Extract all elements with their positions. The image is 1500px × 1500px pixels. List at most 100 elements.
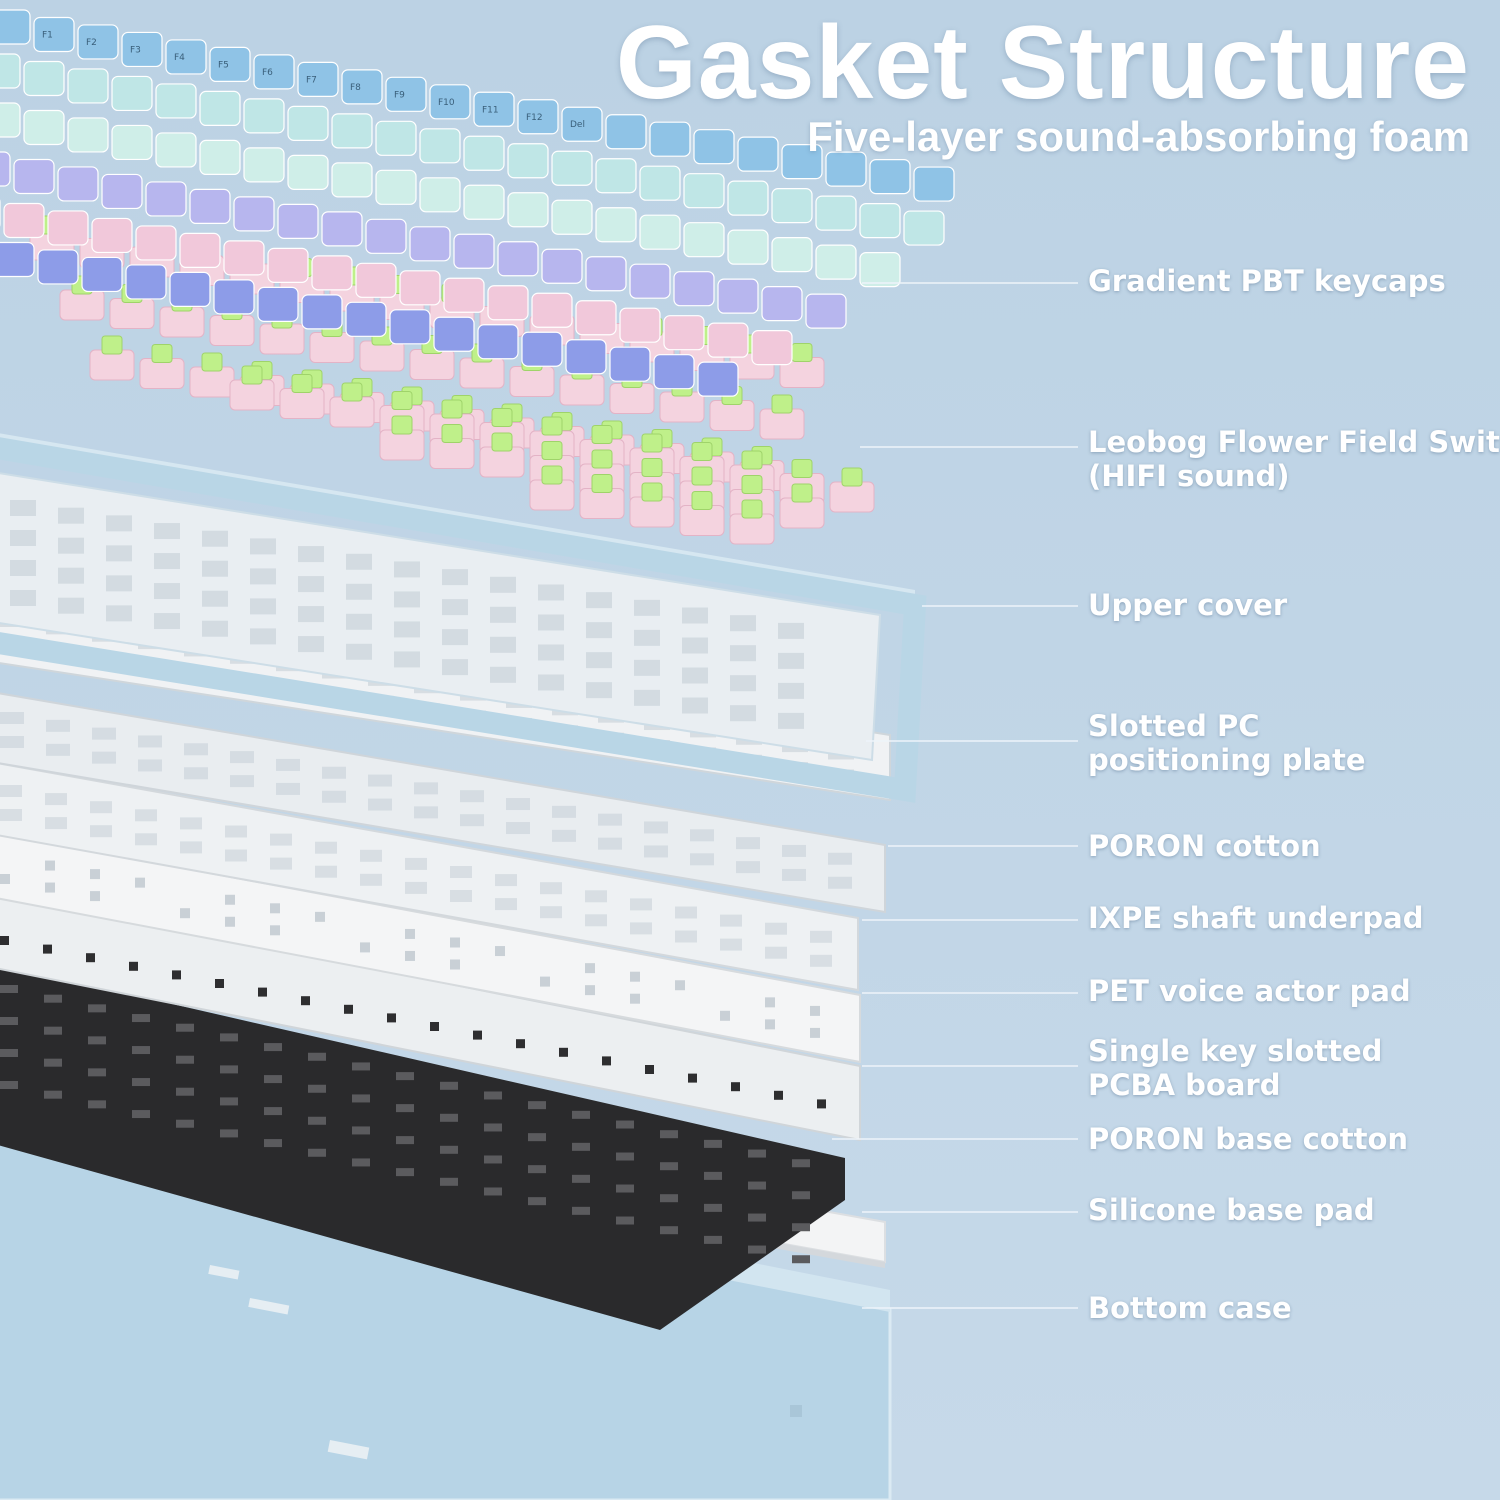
keycap-legend: F3 [130, 45, 141, 55]
layer-hole [0, 785, 22, 797]
keycap [639, 214, 681, 250]
keycap [521, 331, 563, 367]
keycap [565, 339, 607, 375]
layer-hole [506, 822, 530, 835]
layer-hole [0, 1017, 18, 1025]
keycap [409, 226, 451, 262]
layer-hole [88, 1100, 106, 1109]
layer-hole [774, 1090, 783, 1100]
layer-hole [220, 1033, 238, 1042]
layer-hole [276, 758, 300, 771]
layer-hole [394, 651, 420, 668]
page-subtitle: Five-layer sound-absorbing foam [807, 113, 1470, 160]
layer-hole [598, 837, 622, 850]
switch-stem [291, 374, 313, 393]
keycap [125, 264, 167, 300]
layer-hole [44, 1026, 62, 1035]
layer-hole [585, 985, 595, 996]
layer-hole [616, 1120, 634, 1129]
layer-hole [720, 914, 742, 927]
layer-hole [506, 798, 530, 811]
layer-hole [298, 576, 324, 593]
switch-stem [491, 408, 513, 427]
layer-hole [45, 817, 67, 830]
switch-stem [691, 491, 713, 510]
layer-hole [634, 599, 660, 616]
layer-hole [634, 629, 660, 646]
layer-hole [202, 590, 228, 607]
layer-hole [86, 953, 95, 963]
keycap [267, 247, 309, 283]
switch-stem [791, 343, 813, 362]
layer-hole [538, 644, 564, 661]
switch-stem [791, 459, 813, 478]
layer-hole [660, 1162, 678, 1171]
layer-hole [264, 1139, 282, 1148]
layer-hole [731, 1082, 740, 1092]
layer-hole [516, 1039, 525, 1049]
layer-hole [394, 591, 420, 608]
layer-hole [308, 1148, 326, 1157]
switch-stem [591, 474, 613, 493]
layer-hole [46, 719, 70, 732]
layer-hole [748, 1245, 766, 1254]
keycap [67, 117, 109, 153]
keycap [331, 162, 373, 198]
layer-hole [298, 636, 324, 653]
layer-hole [634, 689, 660, 706]
layer-hole [616, 1216, 634, 1225]
layer-hole [106, 575, 132, 592]
layer-hole [184, 767, 208, 780]
layer-hole [495, 874, 517, 887]
layer-hole [264, 1075, 282, 1084]
keycap [595, 207, 637, 243]
layer-hole [778, 622, 804, 639]
keycap [683, 222, 725, 258]
keycap [13, 158, 55, 195]
layer-hole [132, 1078, 150, 1087]
layer-hole [276, 782, 300, 795]
layer-hole [765, 997, 775, 1008]
layer-hole [396, 1072, 414, 1081]
upper-cover-layer [0, 433, 927, 803]
layer-hole [360, 873, 382, 886]
layer-hole [344, 1004, 353, 1014]
layer-hole [572, 1206, 590, 1215]
keycap [697, 361, 739, 397]
layer-hole [778, 712, 804, 729]
layer-hole [572, 1110, 590, 1119]
layer-hole [736, 861, 760, 874]
keycap [287, 105, 329, 141]
keycap [189, 188, 231, 224]
keycap [209, 46, 251, 83]
layer-hole [88, 1068, 106, 1077]
layer-hole [298, 546, 324, 563]
layer-hole [90, 801, 112, 814]
layer-hole [215, 979, 224, 988]
layer-hole [704, 1171, 722, 1180]
switch-stem [641, 433, 663, 453]
layer-hole [132, 1110, 150, 1119]
keycap [101, 173, 143, 210]
layer-hole [538, 614, 564, 631]
layer-hole [528, 1197, 546, 1206]
keycap [287, 154, 329, 190]
layer-hole [250, 598, 276, 615]
layer-hole [552, 805, 576, 818]
layer-hole [748, 1149, 766, 1158]
keycap [595, 158, 637, 194]
keycap [629, 263, 671, 299]
layer-hole [540, 976, 550, 987]
layer-hole [10, 560, 36, 576]
layer-hole [644, 821, 668, 834]
keycap [67, 68, 109, 104]
layer-hole [630, 898, 652, 911]
keycap-legend: F7 [306, 75, 317, 85]
leader-lines [832, 282, 1078, 1309]
layer-hole [270, 857, 292, 870]
layer-hole [585, 914, 607, 927]
keycap [169, 271, 211, 307]
keycap [683, 173, 725, 209]
layer-hole [270, 925, 280, 936]
